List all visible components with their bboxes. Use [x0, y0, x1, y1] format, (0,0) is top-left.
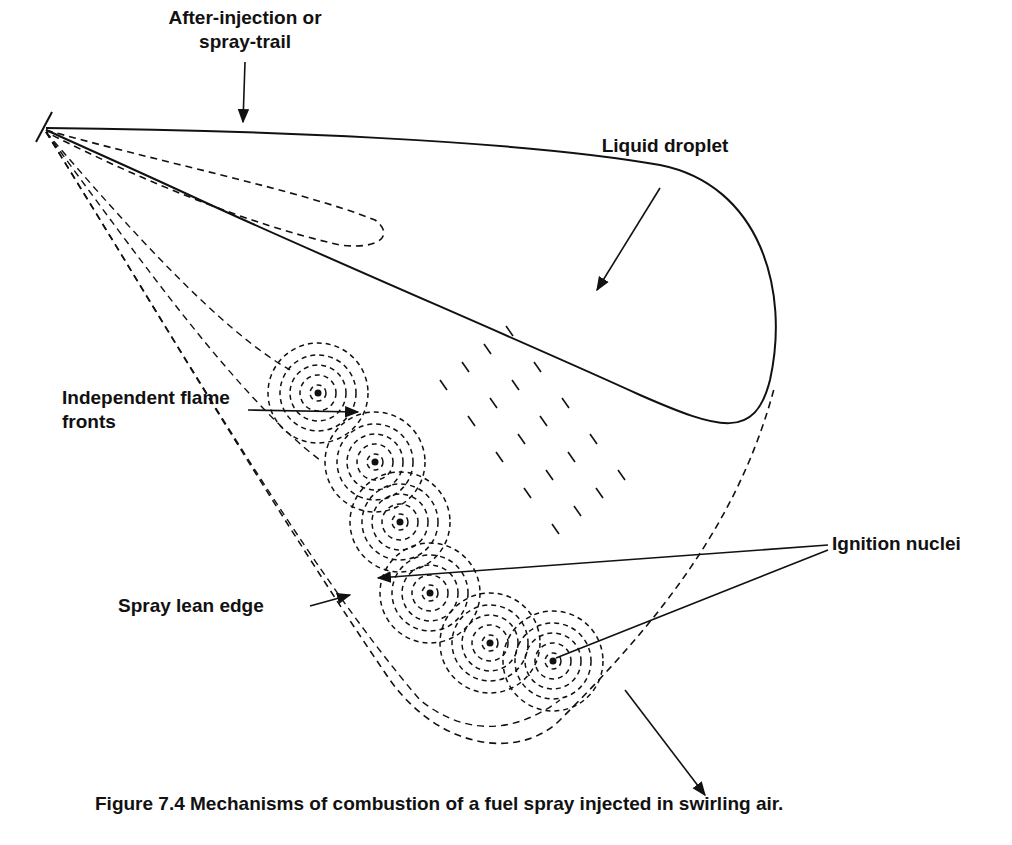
spray-inner-edge — [46, 132, 290, 370]
flame-front-ring — [268, 343, 368, 443]
flame-front-ring — [412, 575, 448, 611]
vapour-dash — [534, 362, 541, 372]
vapour-dash — [524, 488, 531, 498]
flame-front-ring — [357, 444, 393, 480]
leader-line — [378, 545, 828, 578]
spray-trail-outline — [46, 130, 384, 246]
vapour-dash — [540, 416, 547, 426]
flame-front-ring — [382, 504, 418, 540]
vapour-dashes — [440, 326, 625, 534]
vapour-dash — [568, 452, 575, 462]
leader-line — [556, 550, 828, 658]
flame-front-ring — [525, 633, 581, 689]
vapour-dash — [546, 470, 553, 480]
vapour-dash — [562, 398, 569, 408]
flame-front-ring — [380, 543, 480, 643]
vapour-dash — [440, 380, 447, 390]
flame-front-ring — [440, 593, 540, 693]
callout-label: After-injection or spray-trail — [145, 6, 345, 54]
vapour-dash — [506, 326, 513, 336]
flame-front-ring — [290, 365, 346, 421]
flame-front-ring — [545, 653, 561, 669]
vapour-dash — [490, 398, 497, 408]
flame-front-ring — [462, 615, 518, 671]
flame-front-ring — [482, 635, 498, 651]
leader-line — [597, 188, 660, 290]
flame-front-ring — [535, 643, 571, 679]
vapour-dash — [574, 506, 581, 516]
ignition-nucleus — [427, 590, 434, 597]
ignition-nucleus — [397, 519, 404, 526]
callout-label: Independent flame fronts — [62, 386, 247, 434]
flame-front-ring — [280, 355, 356, 431]
flame-front-ring — [325, 412, 425, 512]
spray-inner-edge — [46, 132, 560, 726]
leader-line — [310, 595, 350, 606]
ignition-nucleus — [372, 459, 379, 466]
leader-line — [248, 410, 358, 412]
leader-line — [243, 62, 245, 122]
callout-label: Spray lean edge — [118, 594, 308, 618]
liquid-core-outline — [46, 128, 776, 423]
flame-front-ring — [347, 434, 403, 490]
flame-front-ring — [392, 555, 468, 631]
leader-line — [625, 690, 705, 795]
callout-label: Ignition nuclei — [832, 532, 1002, 556]
callout-label: Liquid droplet — [600, 134, 730, 158]
flame-front-ring — [362, 484, 438, 560]
vapour-dash — [590, 434, 597, 444]
vapour-dash — [596, 488, 603, 498]
flame-front-ring — [503, 611, 603, 711]
flame-front-ring — [300, 375, 336, 411]
vapour-dash — [618, 470, 625, 480]
spray-lean-edge — [46, 132, 775, 743]
vapour-dash — [552, 524, 559, 534]
flame-front-ring — [422, 585, 438, 601]
flame-front-ring — [350, 472, 450, 572]
flame-fronts — [268, 343, 603, 711]
flame-front-ring — [392, 514, 408, 530]
figure-caption: Figure 7.4 Mechanisms of combustion of a… — [95, 793, 783, 815]
vapour-dash — [496, 452, 503, 462]
ignition-nucleus — [315, 390, 322, 397]
flame-front-ring — [515, 623, 591, 699]
flame-front-ring — [310, 385, 326, 401]
ignition-nucleus — [487, 640, 494, 647]
flame-front-ring — [337, 424, 413, 500]
vapour-dash — [462, 362, 469, 372]
vapour-dash — [468, 416, 475, 426]
flame-front-ring — [367, 454, 383, 470]
vapour-dash — [512, 380, 519, 390]
flame-front-ring — [372, 494, 428, 550]
vapour-dash — [484, 344, 491, 354]
ignition-nucleus — [550, 658, 557, 665]
vapour-dash — [518, 434, 525, 444]
